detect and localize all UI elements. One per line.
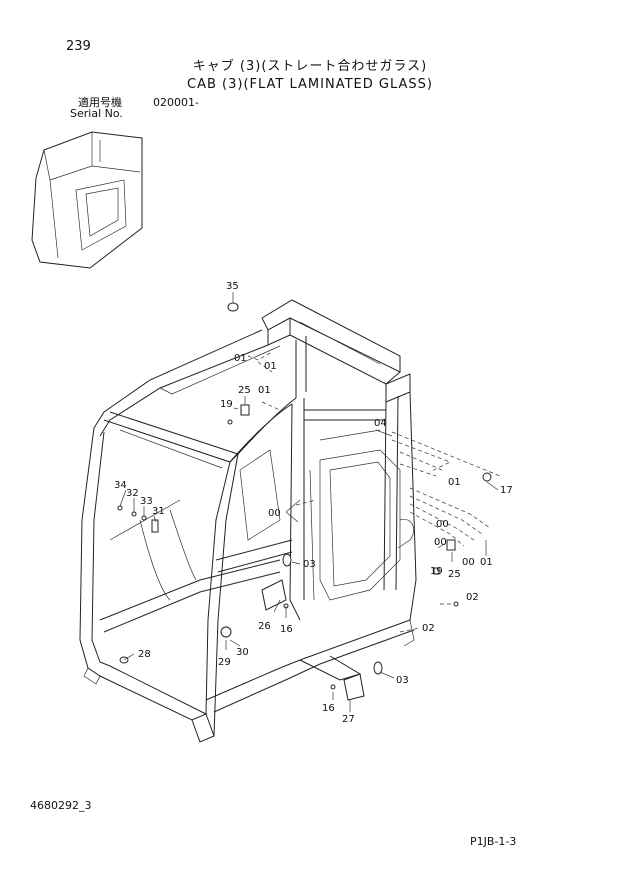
callout-33: 33	[140, 496, 153, 507]
callout-00: 00	[436, 519, 449, 530]
callout-17: 17	[500, 485, 513, 496]
page-number: 239	[66, 39, 91, 54]
callout-02: 02	[422, 623, 435, 634]
serial-label-english: Serial No.	[70, 107, 123, 120]
small-parts	[117, 302, 492, 701]
callout-00: 00	[462, 557, 475, 568]
callout-03: 03	[303, 559, 316, 570]
leader-lines	[119, 292, 501, 712]
callout-01: 01	[480, 557, 493, 568]
callout-00: 00	[434, 537, 447, 548]
callout-31: 31	[152, 506, 165, 517]
callout-32: 32	[126, 488, 139, 499]
callout-34: 34	[114, 480, 127, 491]
callout-28: 28	[138, 649, 151, 660]
callout-35: 35	[226, 281, 239, 292]
callout-labels: 35 01 01 25 01 19 04 01 17 34 32 33 31 0…	[114, 281, 513, 725]
cab-frame	[79, 299, 417, 743]
page-title-japanese: キャブ (3)(ストレート合わせガラス)	[192, 59, 428, 74]
callout-04: 04	[374, 418, 387, 429]
callout-00: 00	[268, 508, 281, 519]
callout-25: 25	[238, 385, 251, 396]
callout-01: 01	[448, 477, 461, 488]
callout-01: 01	[264, 361, 277, 372]
serial-label-japanese: 適用号機	[78, 96, 122, 109]
callout-01: 01	[258, 385, 271, 396]
callout-01: 01	[234, 353, 247, 364]
callout-19: 19	[430, 566, 443, 577]
callout-29: 29	[218, 657, 231, 668]
callout-19: 19	[220, 399, 233, 410]
page-title-english: CAB (3)(FLAT LAMINATED GLASS)	[187, 77, 433, 92]
cab-thumbnail	[31, 131, 143, 269]
callout-03: 03	[396, 675, 409, 686]
callout-16: 16	[322, 703, 335, 714]
drawing-document-code: 4680292_3	[30, 799, 92, 812]
serial-number-value: 020001-	[153, 96, 199, 109]
callout-02: 02	[466, 592, 479, 603]
callout-30: 30	[236, 647, 249, 658]
callout-27: 27	[342, 714, 355, 725]
callout-26: 26	[258, 621, 271, 632]
sheet-code: P1JB-1-3	[470, 835, 517, 848]
callout-25: 25	[448, 569, 461, 580]
callout-16: 16	[280, 624, 293, 635]
